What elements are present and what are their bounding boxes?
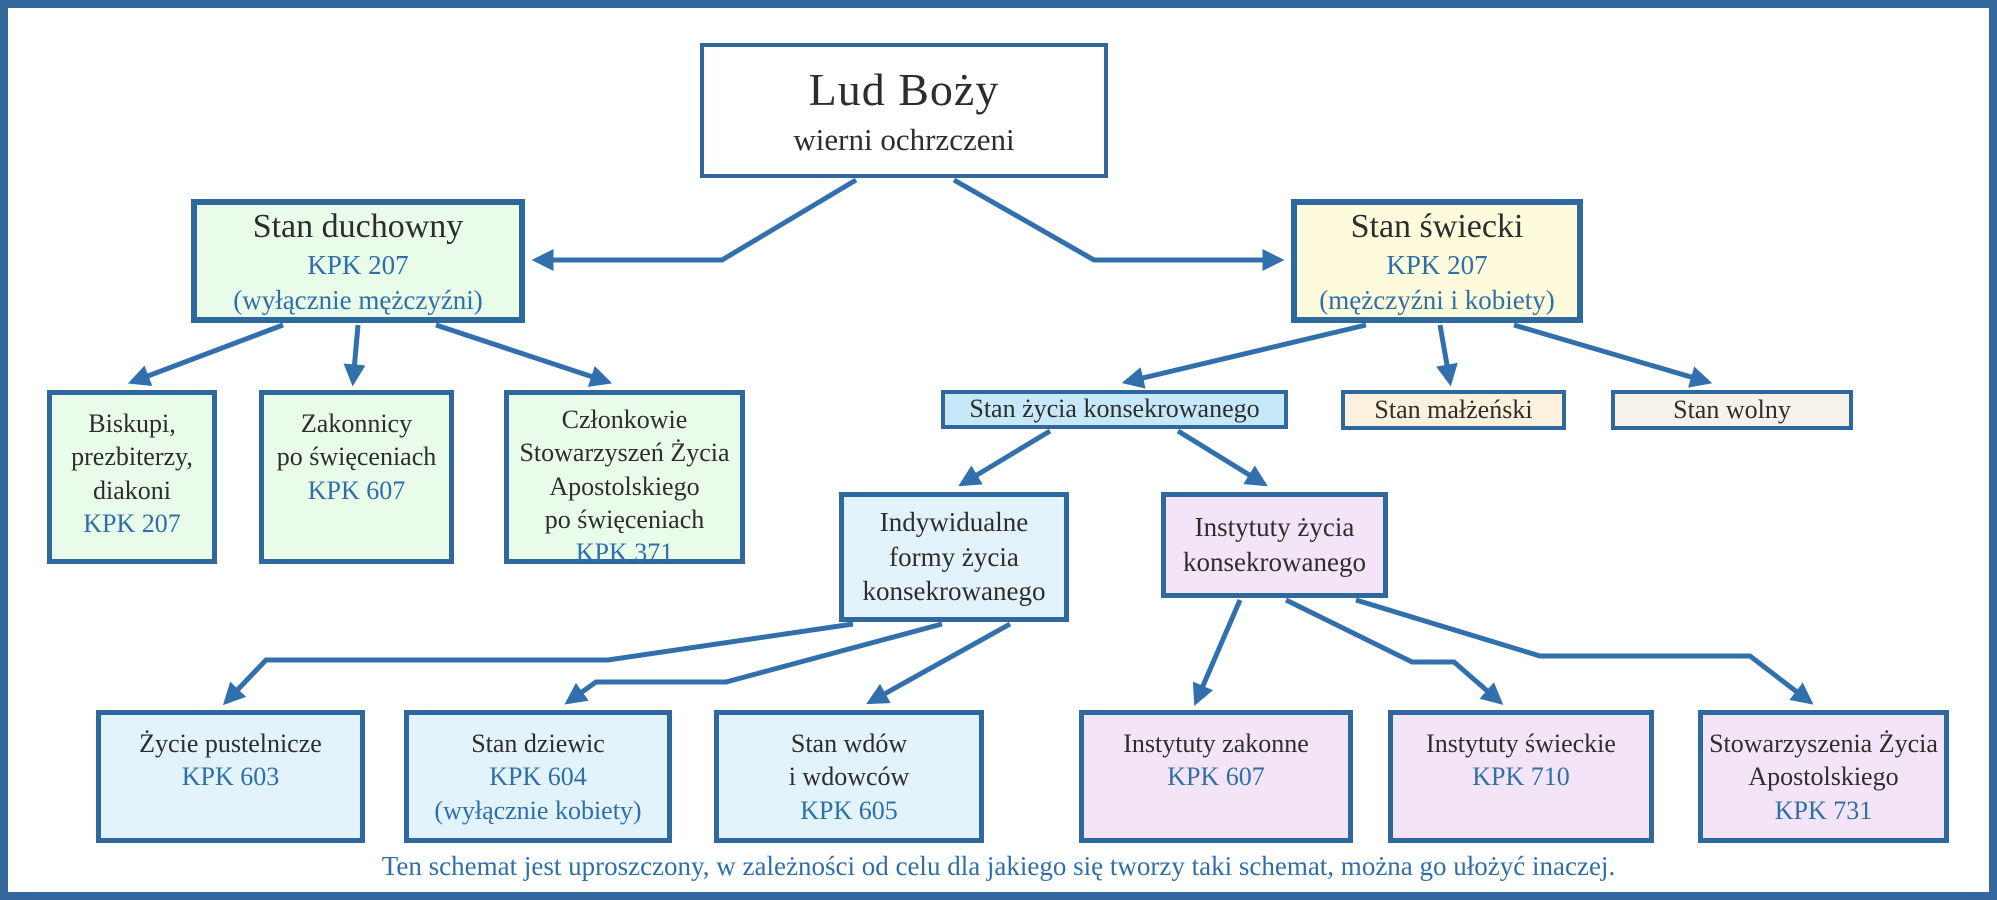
node-note: (wyłącznie mężczyźni) [233, 284, 483, 315]
edge-swiecki-konsekrowane [1121, 322, 1367, 389]
node-subtitle: wierni ochrzczeni [793, 122, 1015, 158]
edge-konsekrowane-instytuty [1176, 428, 1268, 487]
node-line: po święceniach [276, 442, 437, 472]
node-line: i wdowców [788, 762, 910, 792]
node-line: diakoni [93, 475, 171, 505]
node-kpk: KPK 603 [181, 762, 280, 792]
node-title: Lud Boży [808, 64, 1000, 116]
node-line: Stan dziewic [471, 729, 605, 758]
edge-duchowny-biskupi [127, 322, 284, 387]
edge-indywidualne-dziewice [564, 621, 943, 705]
node-line: konsekrowanego [1183, 547, 1366, 577]
edge-duchowny-czlonkowie [435, 322, 613, 387]
edge-instytuty-zakonne [1192, 599, 1243, 707]
node-czlonkowie-stowarzyszen-zycia-apostolskiego: Członkowie Stowarzyszeń Życia Apostolski… [504, 390, 745, 567]
node-kpk: KPK 207 [307, 250, 409, 281]
node-zakonnicy-po-swieceniach: Zakonnicy po święceniach KPK 607 [259, 390, 454, 564]
node-stan-malzenski: Stan małżeński [1341, 390, 1566, 430]
node-title: Stan wolny [1673, 394, 1791, 424]
node-stan-wdow-i-wdowcow: Stan wdów i wdowców KPK 605 [714, 710, 984, 843]
node-line: Stowarzyszenia Życia [1709, 729, 1938, 758]
node-line: Zakonnicy [300, 409, 413, 438]
node-note: (wyłącznie kobiety) [434, 795, 642, 825]
node-line: Życie pustelnicze [139, 729, 322, 758]
connector-arrows [127, 177, 1814, 707]
node-kpk: KPK 604 [489, 762, 587, 792]
node-stan-swiecki: Stan świecki KPK 207 (mężczyźni i kobiet… [1291, 199, 1583, 323]
edge-konsekrowane-indywidualne [958, 428, 1052, 487]
node-line: Instytuty świeckie [1426, 729, 1616, 758]
node-line: konsekrowanego [862, 576, 1046, 607]
node-biskupi-prezbiterzy-diakoni: Biskupi, prezbiterzy, diakoni KPK 207 [47, 390, 217, 564]
edge-root-swiecki [952, 177, 1285, 272]
node-stan-dziewic: Stan dziewic KPK 604 (wyłącznie kobiety) [404, 710, 672, 843]
node-line: Członkowie [561, 405, 688, 434]
node-instytuty-swieckie: Instytuty świeckie KPK 710 [1388, 710, 1654, 843]
node-line: Apostolskiego [549, 471, 700, 501]
node-indywidualne-formy-zycia-konsekrowanego: Indywidualne formy życia konsekrowanego [839, 492, 1069, 622]
node-note: (mężczyźni i kobiety) [1319, 284, 1555, 315]
node-line: Indywidualne [879, 507, 1029, 538]
node-kpk: KPK 607 [1167, 762, 1265, 792]
node-line: formy życia [889, 541, 1019, 572]
node-stan-duchowny: Stan duchowny KPK 207 (wyłącznie mężczyź… [191, 199, 525, 323]
node-kpk: KPK 710 [1472, 762, 1570, 792]
node-kpk: KPK 605 [800, 795, 898, 825]
node-title: Stan świecki [1350, 207, 1524, 245]
edge-instytuty-swieckie [1284, 597, 1504, 705]
edge-root-duchowny [531, 177, 858, 272]
edge-indywidualne-pustelnicze [222, 621, 854, 706]
node-instytuty-zakonne: Instytuty zakonne KPK 607 [1079, 710, 1353, 843]
edge-duchowny-zakonnicy [343, 324, 366, 387]
node-stowarzyszenia-zycia-apostolskiego: Stowarzyszenia Życia Apostolskiego KPK 7… [1698, 710, 1949, 843]
node-lud-bozy: Lud Boży wierni ochrzczeni [700, 43, 1108, 178]
node-kpk: KPK 607 [307, 475, 406, 505]
node-instytuty-zycia-konsekrowanego: Instytuty życia konsekrowanego [1161, 492, 1388, 598]
node-kpk: KPK 207 [1386, 250, 1488, 281]
node-line: po święceniach [544, 504, 705, 534]
edge-swiecki-malzenski [1436, 324, 1458, 387]
node-line: Instytuty zakonne [1123, 729, 1309, 758]
node-kpk: KPK 207 [83, 508, 181, 538]
node-line: prezbiterzy, [71, 442, 193, 472]
node-line: Apostolskiego [1748, 762, 1899, 792]
edge-indywidualne-wdowy [866, 621, 1012, 705]
node-title: Stan życia konsekrowanego [969, 394, 1260, 424]
node-kpk: KPK 371 [575, 538, 674, 568]
edge-instytuty-stowarzyszenia [1355, 597, 1814, 705]
node-stan-zycia-konsekrowanego: Stan życia konsekrowanego [941, 390, 1288, 429]
node-stan-wolny: Stan wolny [1611, 390, 1853, 430]
diagram-caption: Ten schemat jest uproszczony, w zależnoś… [381, 851, 1616, 881]
edge-swiecki-wolny [1513, 322, 1713, 388]
node-title: Stan małżeński [1374, 394, 1533, 424]
node-line: Stowarzyszeń Życia [519, 438, 730, 468]
node-line: Stan wdów [790, 729, 908, 758]
node-title: Stan duchowny [252, 207, 464, 245]
node-zycie-pustelnicze: Życie pustelnicze KPK 603 [96, 710, 365, 843]
node-line: Instytuty życia [1194, 512, 1355, 543]
node-kpk: KPK 731 [1774, 795, 1873, 825]
node-line: Biskupi, [88, 409, 176, 438]
